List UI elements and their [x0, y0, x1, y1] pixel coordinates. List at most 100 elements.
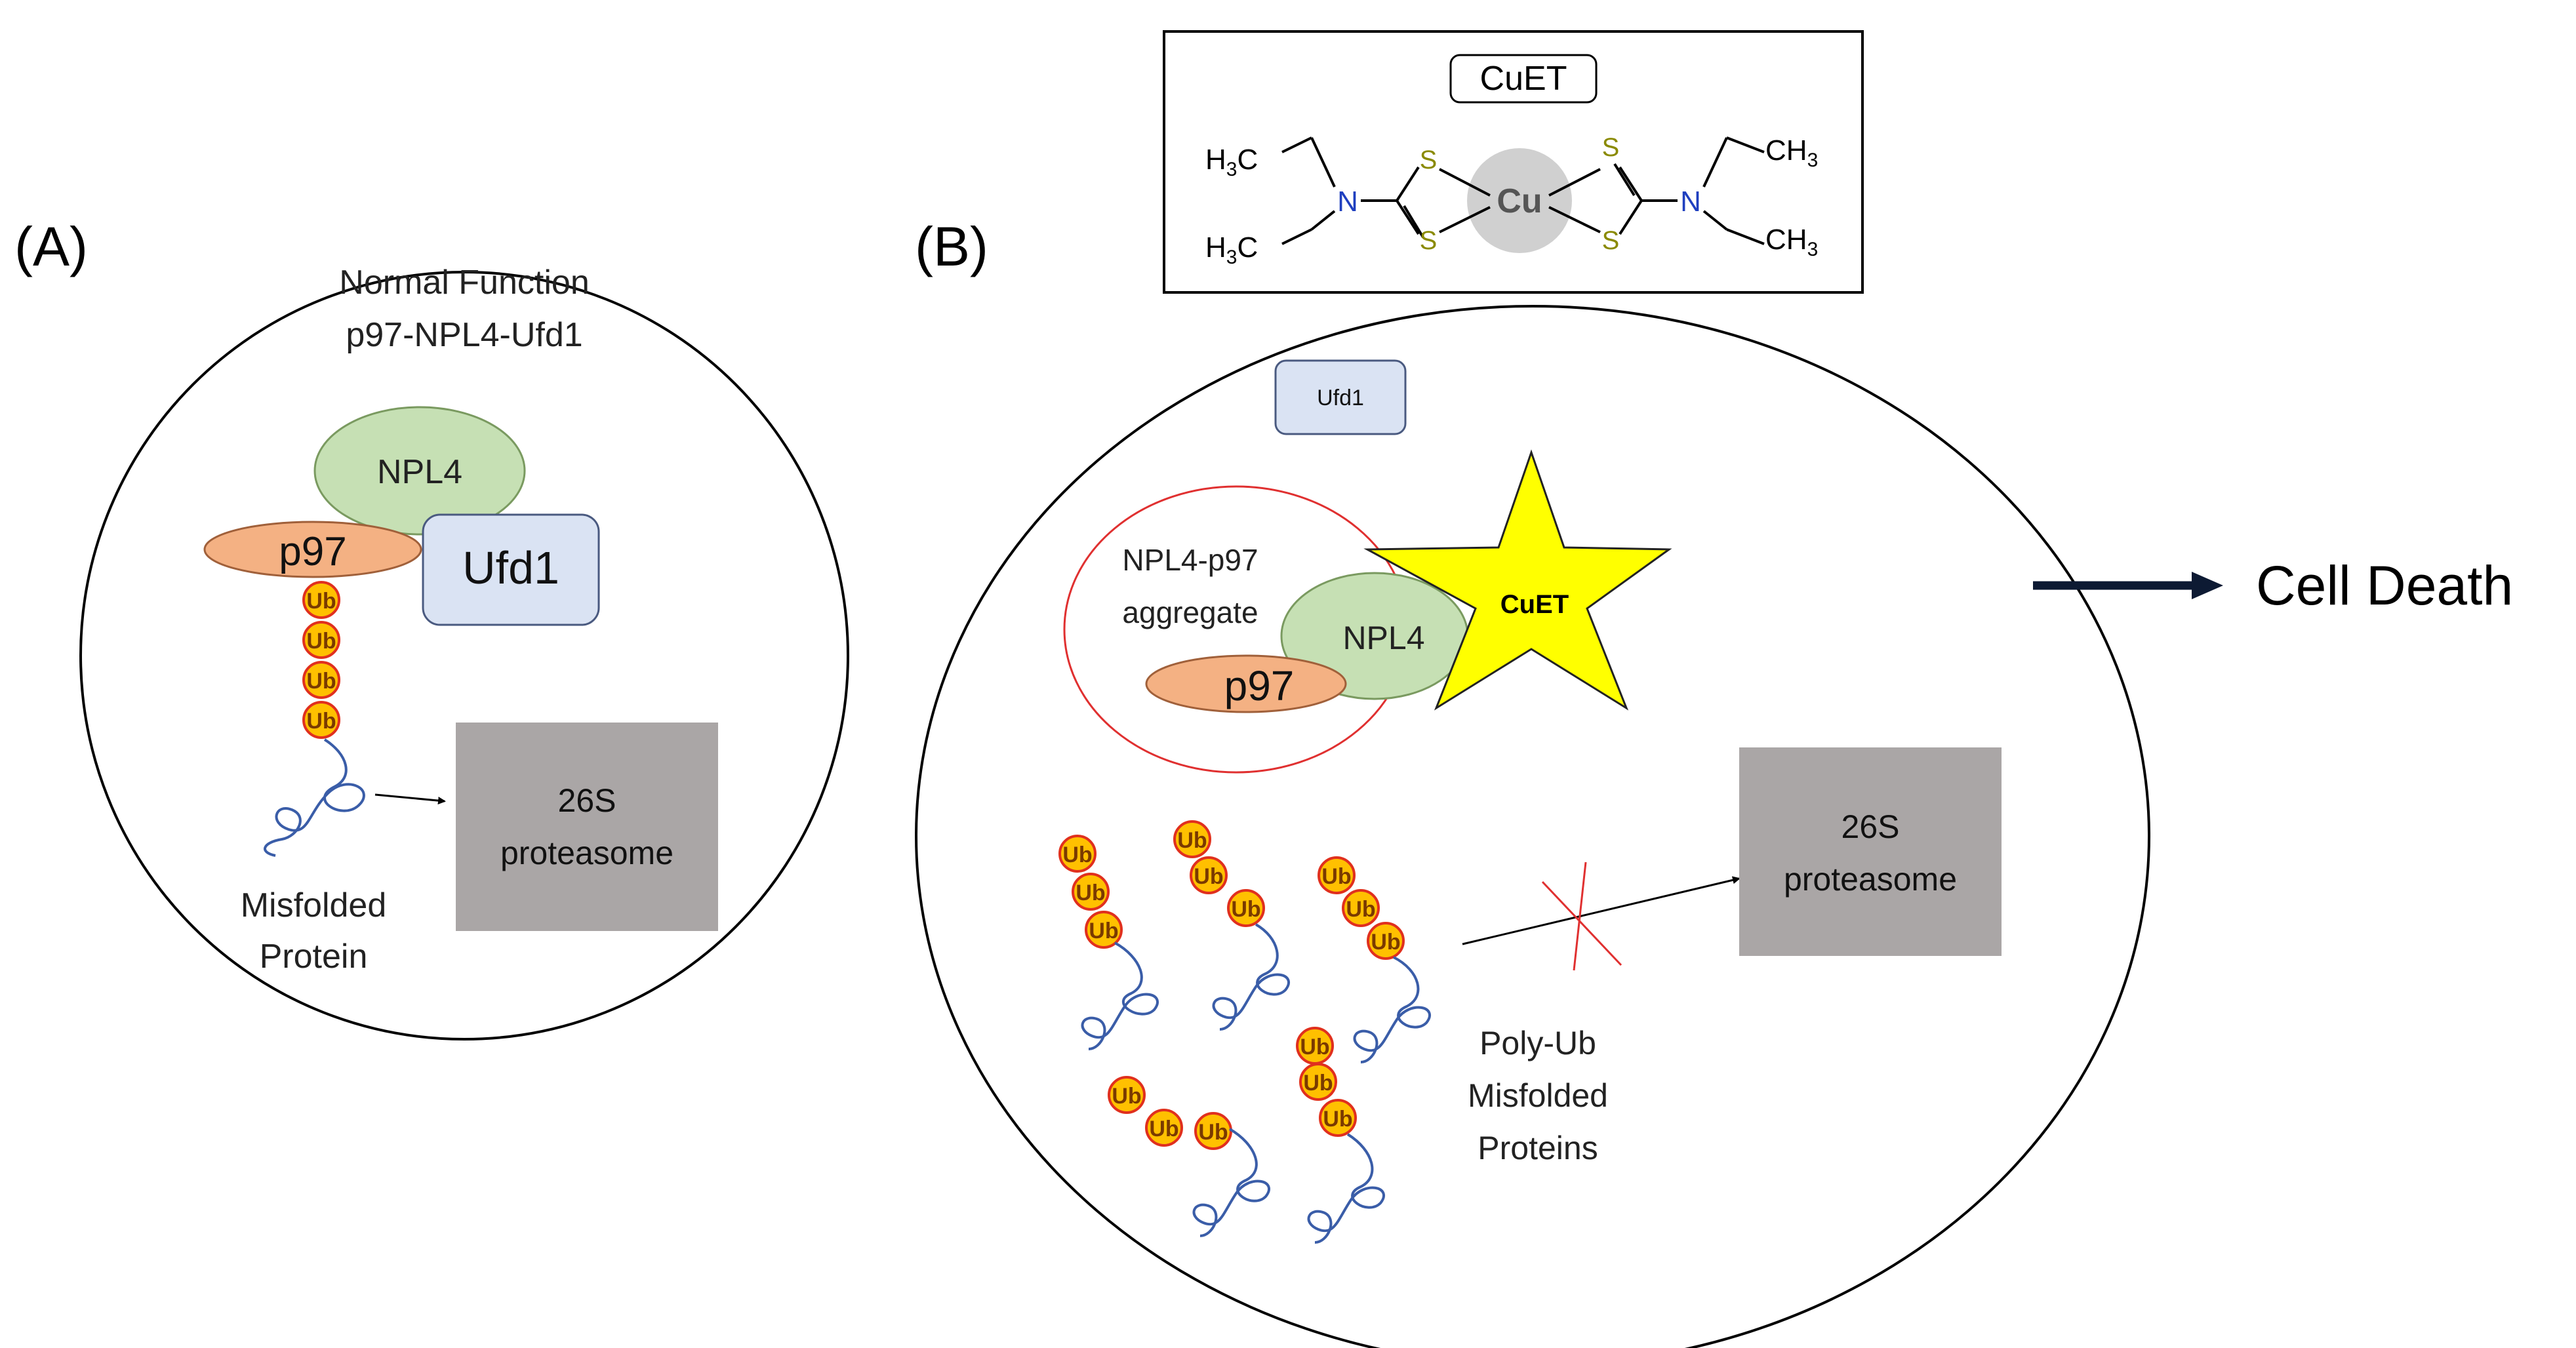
- bond: [1281, 228, 1312, 245]
- p97-label: p97: [279, 529, 346, 574]
- ub-label: Ub: [1062, 842, 1092, 867]
- ufd1-free-label: Ufd1: [1317, 386, 1364, 410]
- nitrogen-right: N: [1680, 186, 1701, 218]
- copper-atom: Cu: [1497, 182, 1542, 220]
- misfolded-protein-line2: Protein: [260, 938, 368, 976]
- cuet-molecule: Cu H3C H3C N S S S S: [1205, 133, 1818, 268]
- bond: [1726, 136, 1765, 153]
- ub-bead: [1108, 1076, 1146, 1114]
- p97-aggregated: [1145, 654, 1347, 713]
- ub-label: Ub: [1149, 1117, 1178, 1141]
- protein-squiggle: [1192, 1128, 1270, 1237]
- protein-squiggle: [1353, 956, 1431, 1063]
- sulfur-bottom-right: S: [1602, 226, 1620, 255]
- block-cross-stroke: [1573, 862, 1587, 971]
- bond: [1281, 136, 1312, 153]
- polyub-chain: Ub Ub Ub: [1296, 1027, 1385, 1244]
- bond: [1439, 168, 1491, 197]
- ethyl-label-top-left: H3C: [1205, 144, 1258, 180]
- proteasome-a-line1: 26S: [558, 782, 616, 819]
- bond: [1403, 205, 1424, 239]
- ub-bead: [1319, 1099, 1357, 1137]
- bond: [1726, 228, 1765, 245]
- panel-a-ub-chain: Ub Ub Ub Ub: [302, 581, 340, 739]
- bond: [1619, 166, 1643, 202]
- ub-label: Ub: [1300, 1035, 1329, 1060]
- misfolded-protein-squiggle: [264, 738, 365, 857]
- nitrogen-left: N: [1337, 186, 1358, 218]
- polyub-chain: Ub Ub Ub: [1173, 820, 1290, 1031]
- ethyl-label-bottom-right: CH3: [1765, 224, 1818, 260]
- aggregate-line2: aggregate: [1122, 595, 1258, 629]
- bond: [1702, 210, 1728, 231]
- ub-label: Ub: [1112, 1084, 1141, 1109]
- ethyl-label-bottom-left: H3C: [1205, 231, 1258, 268]
- polyub-chain: Ub Ub Ub: [1108, 1076, 1270, 1237]
- proteasome-a-line2: proteasome: [500, 835, 674, 871]
- panel-a-complex: NPL4 p97 Ufd1: [203, 406, 600, 626]
- protein-squiggle: [1081, 942, 1159, 1050]
- bond: [1613, 163, 1636, 197]
- ub-label: Ub: [306, 629, 336, 654]
- p97-subunit: [203, 521, 422, 578]
- ub-bead: [302, 701, 340, 739]
- ub-label: Ub: [1346, 897, 1375, 922]
- ub-bead: [1299, 1063, 1337, 1101]
- proteasome-b: [1739, 747, 2002, 956]
- ufd1-free: [1274, 359, 1407, 435]
- ub-bead: [1145, 1109, 1183, 1147]
- ub-bead: [1367, 922, 1405, 960]
- npl4-subunit: [313, 406, 526, 536]
- cuet-title: CuET: [1480, 60, 1567, 98]
- sulfur-top-left: S: [1420, 146, 1438, 174]
- polyub-chain: Ub Ub Ub: [1058, 835, 1159, 1050]
- ub-label: Ub: [306, 669, 336, 694]
- ub-label: Ub: [1323, 1107, 1352, 1132]
- outcome-arrow-head: [2192, 572, 2223, 599]
- aggregate-line1: NPL4-p97: [1122, 543, 1258, 577]
- ub-label: Ub: [1371, 930, 1400, 955]
- npl4-label: NPL4: [377, 453, 462, 491]
- npl4-aggregated-label: NPL4: [1342, 620, 1424, 656]
- ub-bead: [302, 621, 340, 659]
- ub-bead: [302, 581, 340, 619]
- ub-bead: [1058, 835, 1097, 873]
- proteasome-a: [456, 723, 718, 931]
- ub-label: Ub: [306, 589, 336, 614]
- ub-bead: [1190, 856, 1228, 894]
- bond: [1548, 168, 1601, 197]
- sulfur-top-right: S: [1602, 133, 1620, 162]
- panel-a-title-line1: Normal Function: [339, 264, 589, 302]
- ub-bead: [1085, 911, 1123, 949]
- ub-label: Ub: [1076, 881, 1105, 905]
- ufd1-label: Ufd1: [462, 542, 559, 593]
- misfolded-protein-line1: Misfolded: [241, 886, 387, 924]
- ub-bead: [1318, 856, 1356, 894]
- panel-b-label: (B): [915, 216, 988, 277]
- ub-label: Ub: [1321, 864, 1351, 889]
- ub-label: Ub: [1198, 1120, 1228, 1145]
- ub-bead: [1342, 889, 1380, 927]
- cuet-title-box: [1449, 54, 1598, 104]
- bond: [1396, 199, 1420, 235]
- cuet-star-label: CuET: [1500, 590, 1569, 619]
- ub-label: Ub: [1194, 864, 1223, 889]
- proteasome-b-line1: 26S: [1841, 808, 1900, 845]
- cell-death-label: Cell Death: [2256, 555, 2513, 616]
- ub-bead: [1072, 873, 1110, 911]
- polyub-label-line3: Proteins: [1478, 1130, 1598, 1166]
- polyub-label-line2: Misfolded: [1468, 1077, 1608, 1114]
- polyub-chain: Ub Ub Ub: [1318, 856, 1431, 1063]
- ub-label: Ub: [306, 709, 336, 734]
- ub-label: Ub: [1089, 919, 1118, 943]
- protein-squiggle: [1212, 923, 1290, 1031]
- cuet-star: [1363, 449, 1672, 711]
- ub-bead: [302, 661, 340, 699]
- proteasome-b-line2: proteasome: [1784, 861, 1957, 898]
- bond: [1702, 137, 1728, 188]
- panel-a-label: (A): [14, 216, 88, 277]
- sulfur-bottom-left: S: [1420, 226, 1438, 255]
- bond: [1548, 206, 1601, 233]
- panel-a-title-line2: p97-NPL4-Ufd1: [346, 316, 582, 354]
- bond: [1439, 206, 1491, 233]
